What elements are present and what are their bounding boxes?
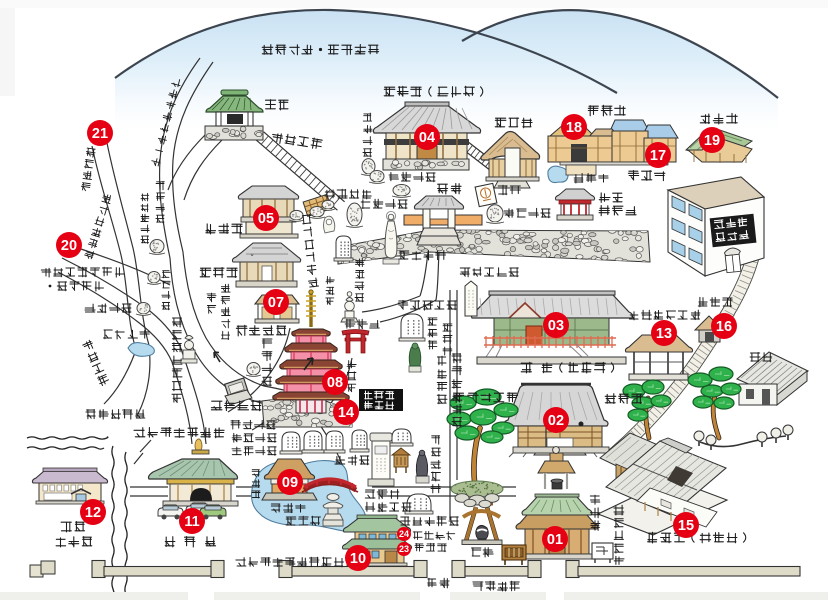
svg-text:17: 17 [650, 148, 666, 164]
svg-text:20: 20 [61, 238, 77, 254]
svg-text:03: 03 [548, 318, 564, 334]
svg-text:13: 13 [656, 326, 672, 342]
svg-text:09: 09 [282, 475, 298, 491]
svg-text:18: 18 [566, 120, 582, 136]
svg-text:19: 19 [704, 133, 720, 149]
svg-text:14: 14 [338, 405, 354, 421]
svg-text:24: 24 [399, 529, 409, 539]
svg-text:23: 23 [399, 544, 409, 554]
svg-text:01: 01 [547, 532, 563, 548]
svg-text:04: 04 [419, 130, 435, 146]
svg-text:16: 16 [716, 319, 732, 335]
svg-text:10: 10 [350, 551, 366, 567]
svg-text:15: 15 [678, 518, 694, 534]
svg-text:08: 08 [327, 375, 343, 391]
svg-text:21: 21 [92, 126, 108, 142]
svg-text:05: 05 [258, 211, 274, 227]
svg-text:07: 07 [268, 295, 284, 311]
svg-text:12: 12 [85, 505, 101, 521]
svg-text:02: 02 [548, 413, 564, 429]
svg-text:11: 11 [184, 514, 199, 530]
